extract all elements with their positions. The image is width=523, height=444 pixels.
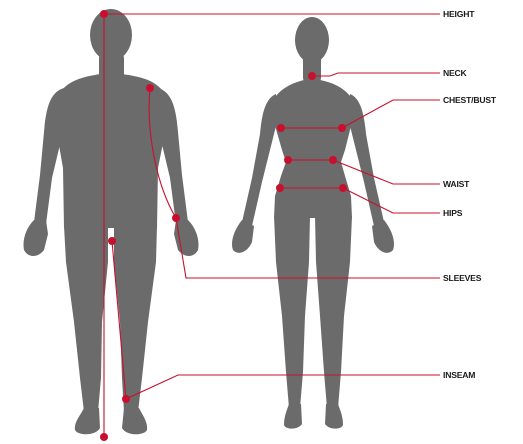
sleeve-shoulder-dot [146,84,154,92]
chest-left-dot [277,124,285,132]
neck-dot [308,72,316,80]
label-waist: WAIST [443,179,470,189]
measurement-labels: HEIGHT NECK CHEST/BUST WAIST HIPS SLEEVE… [443,9,497,380]
sleeve-wrist-dot [172,214,180,222]
waist-right-dot [329,156,337,164]
waist-left-dot [284,156,292,164]
label-inseam: INSEAM [443,370,475,380]
male-silhouette [23,9,198,434]
hips-left-dot [276,184,284,192]
height-top-dot [100,10,108,18]
neck-leader [312,73,440,76]
label-chest-bust: CHEST/BUST [443,95,497,105]
hips-leader [343,188,440,213]
label-hips: HIPS [443,208,463,218]
label-height: HEIGHT [443,9,475,19]
height-bottom-dot [100,433,108,441]
chest-right-dot [338,124,346,132]
hips-right-dot [339,184,347,192]
label-sleeves: SLEEVES [443,273,482,283]
inseam-crotch-dot [108,237,116,245]
inseam-ankle-dot [122,395,130,403]
inseam-leader [126,375,440,399]
label-neck: NECK [443,68,468,78]
waist-leader [333,160,440,184]
